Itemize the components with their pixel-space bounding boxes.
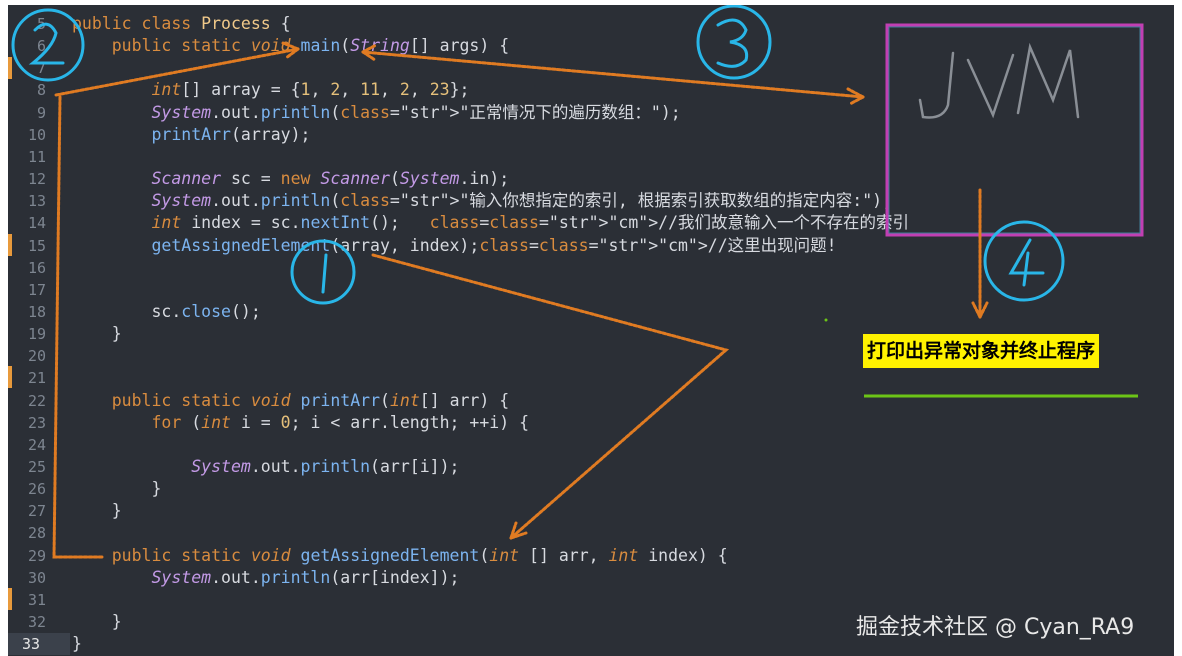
line-number: 17: [27, 280, 46, 299]
arrow-head: [281, 41, 300, 60]
line-number: 19: [27, 325, 46, 344]
line-number: 7: [36, 59, 46, 78]
code-line[interactable]: }: [72, 634, 82, 654]
line-number: 15: [27, 236, 46, 255]
code-line[interactable]: printArr(array);: [151, 124, 311, 144]
line-number: 12: [27, 170, 46, 189]
line-number: 18: [27, 302, 46, 321]
change-marker: [8, 234, 12, 256]
line-number: 10: [27, 125, 46, 144]
arrow-2-to-main: [54, 47, 300, 97]
line-number: 14: [27, 214, 46, 233]
code-line[interactable]: }: [72, 324, 122, 344]
annotation-circle-3: [696, 5, 772, 80]
exception-caption: 打印出异常对象并终止程序: [863, 334, 1100, 368]
line-number: 16: [27, 258, 46, 277]
code-line[interactable]: }: [72, 479, 162, 499]
line-number: 24: [27, 435, 46, 454]
line-number: 6: [36, 37, 46, 56]
code-line[interactable]: int[] array = {1, 2, 11, 2, 23};: [151, 80, 470, 100]
code-line[interactable]: System.out.println(arr[index]);: [151, 567, 460, 587]
line-number: 9: [36, 103, 46, 122]
annotation-circle-2: [11, 8, 85, 82]
line-number: 8: [36, 81, 46, 100]
arrow-head: [846, 87, 865, 106]
change-marker: [8, 57, 12, 79]
code-line[interactable]: for (int i = 0; i < arr.length; ++i) {: [151, 412, 530, 432]
line-number: 11: [27, 147, 46, 166]
jvm-box: [885, 23, 1144, 237]
line-number: 27: [27, 502, 46, 521]
code-line[interactable]: Scanner sc = new Scanner(System.in);: [151, 169, 510, 189]
circle-1-digit: [321, 253, 328, 294]
code-line[interactable]: public static void getAssignedElement(in…: [111, 545, 728, 565]
code-line[interactable]: System.out.println(class="str">"正常情况下的遍历…: [151, 102, 681, 122]
line-number: 20: [27, 347, 46, 366]
code-line[interactable]: getAssignedElement(array, index);class=c…: [151, 235, 837, 255]
code-line[interactable]: }: [72, 501, 122, 521]
jvm-label: [918, 42, 1080, 119]
line-number: 31: [27, 590, 46, 609]
arrow-call-to-method: [371, 253, 730, 540]
arrow-29-to-8: [52, 95, 105, 559]
green-dot: [824, 318, 828, 322]
code-line[interactable]: public static void printArr(int[] arr) {: [111, 390, 510, 410]
circle-3-digit: [716, 18, 749, 68]
circle-2-digit: [28, 22, 65, 65]
line-number: 26: [27, 480, 46, 499]
line-number: 29: [27, 546, 46, 565]
change-marker: [8, 588, 12, 610]
line-number: 30: [27, 568, 46, 587]
code-line[interactable]: sc.close();: [72, 301, 261, 321]
watermark: 掘金技术社区 @ Cyan_RA9: [856, 615, 1135, 640]
line-number: 33: [8, 633, 70, 656]
arrow-head: [971, 301, 989, 319]
change-marker: [8, 366, 12, 388]
code-line[interactable]: int index = sc.nextInt(); class=class="s…: [151, 213, 910, 233]
code-line[interactable]: System.out.println(arr[i]);: [191, 457, 460, 476]
circle-4-digit: [1008, 238, 1045, 287]
annotation-circle-1: [290, 239, 356, 305]
line-number: 32: [27, 613, 46, 632]
arrow-head: [509, 521, 528, 540]
line-number: 13: [27, 192, 46, 211]
arrow-main-to-jvm: [361, 50, 865, 99]
line-number: 28: [27, 524, 46, 543]
annotation-circle-4: [983, 220, 1065, 302]
arrow-head: [361, 43, 378, 62]
line-number: 21: [27, 369, 46, 388]
code-line[interactable]: }: [72, 612, 122, 632]
annotation-overlay: [11, 5, 1144, 559]
code-line[interactable]: public class Process {: [72, 14, 291, 33]
line-number: 23: [27, 413, 46, 432]
line-number: 22: [27, 391, 46, 410]
line-number: 25: [27, 458, 46, 476]
code-line[interactable]: System.out.println(class="str">"输入你想指定的索…: [151, 191, 892, 211]
